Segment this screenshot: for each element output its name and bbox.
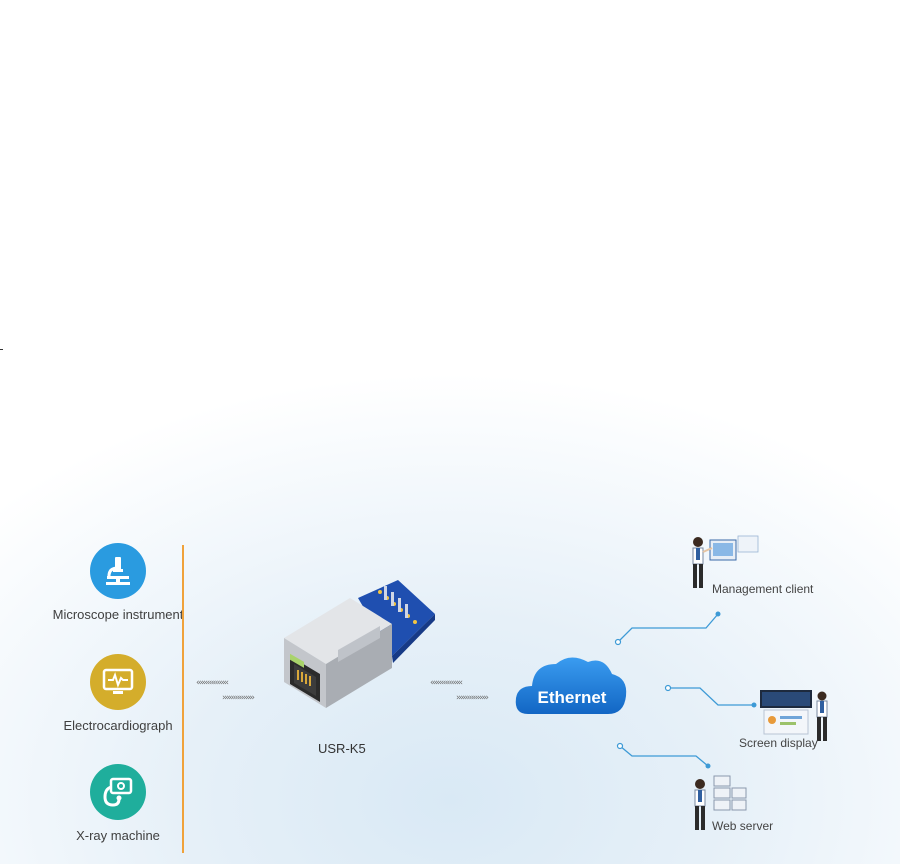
device-electrocardiograph: Electrocardiograph xyxy=(38,654,198,733)
arrow-right-icon: ››››››››››››››› xyxy=(456,693,489,703)
client-label: Web server xyxy=(712,819,774,833)
device-microscope: Microscope instrument xyxy=(38,543,198,622)
ethernet-cloud-icon: Ethernet xyxy=(515,657,627,714)
device-xray-machine: X-ray machine xyxy=(38,764,198,843)
connector-line-management xyxy=(617,613,719,643)
stray-mark xyxy=(0,349,3,350)
client-label: Screen display xyxy=(739,736,818,750)
device-label: Electrocardiograph xyxy=(63,718,173,733)
connector-line-webserver xyxy=(619,745,709,767)
ethernet-label: Ethernet xyxy=(538,688,607,707)
device-label: Microscope instrument xyxy=(52,607,184,622)
arrow-left-icon: ‹‹‹‹‹‹‹‹‹‹‹‹‹‹‹ xyxy=(196,678,229,688)
divider-line xyxy=(182,545,184,853)
arrow-left-icon: ‹‹‹‹‹‹‹‹‹‹‹‹‹‹‹ xyxy=(430,678,463,688)
module-label: USR-K5 xyxy=(318,741,366,756)
xray-machine-icon xyxy=(90,764,146,820)
microscope-icon xyxy=(90,543,146,599)
web-server-icon xyxy=(694,775,747,830)
management-client-icon xyxy=(692,535,759,588)
arrow-right-icon: ››››››››››››››› xyxy=(222,693,255,703)
client-label: Management client xyxy=(712,582,814,596)
screen-display-icon xyxy=(760,690,828,741)
ecg-monitor-icon xyxy=(90,654,146,710)
usr-k5-module-icon xyxy=(284,580,435,708)
connector-line-screen xyxy=(668,687,754,706)
device-label: X-ray machine xyxy=(76,828,160,843)
